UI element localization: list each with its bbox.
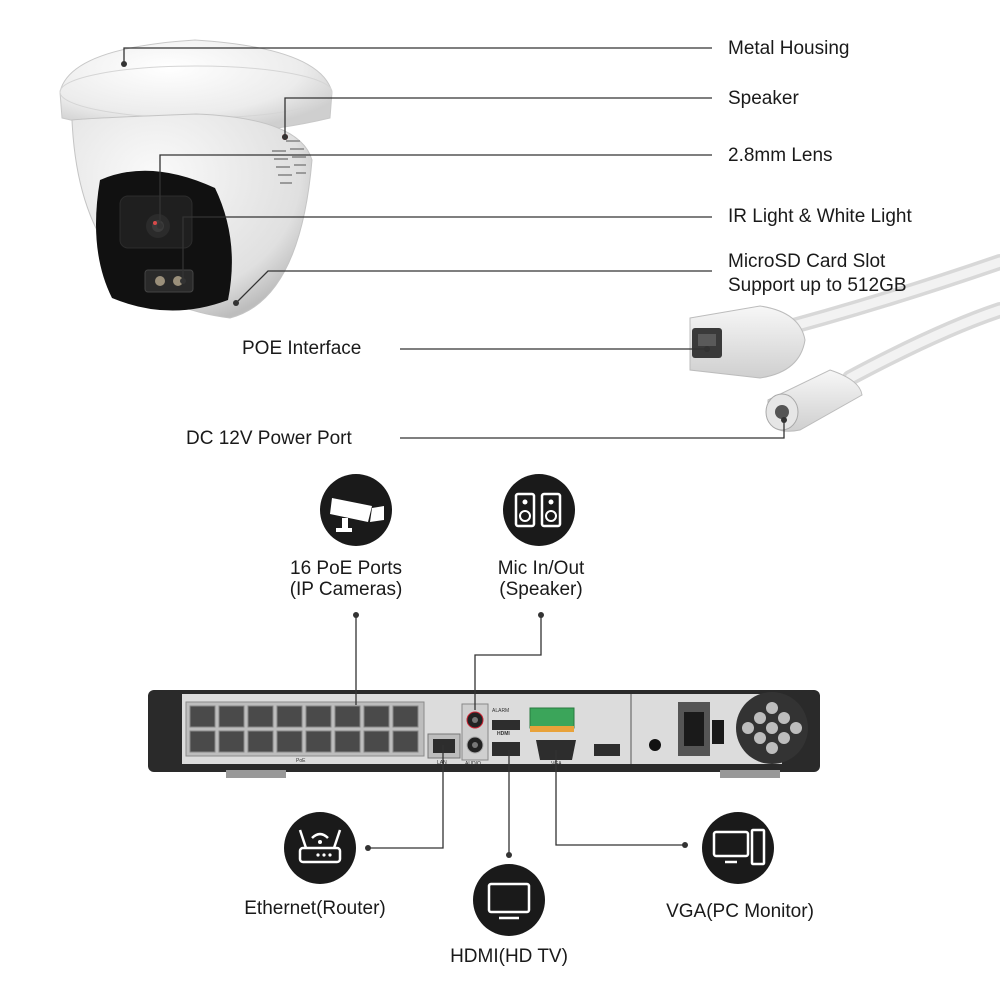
poe-port [305,730,332,753]
fan-vent-hole [766,702,778,714]
fan-vent-hole [778,732,790,744]
label-speaker: Speaker [728,88,799,109]
panel-text-alarm: ALARM [492,708,510,714]
poe-port [218,705,245,728]
fan-vent-hole [742,722,754,734]
poe-port [276,705,303,728]
panel-text-lan: LAN [437,760,447,766]
poe-port [276,730,303,753]
poe-port [334,705,361,728]
poe-port [189,705,216,728]
poe-port-array [189,705,419,753]
fan-vent-hole [778,712,790,724]
poe-port [305,705,332,728]
label-poe-interface: POE Interface [242,338,362,359]
dome-camera [59,39,333,319]
panel-text-hdmi: HDMI [497,731,510,737]
label-dc-power: DC 12V Power Port [186,428,352,449]
label-microsd-2: Support up to 512GB [728,275,907,296]
poe-port [363,730,390,753]
panel-text-audio: AUDIO [465,761,481,767]
panel-text-vga: VGA [551,761,562,767]
tv-monitor-icon [473,864,545,936]
poe-port [392,730,419,753]
nvr-leader-lines [355,615,685,855]
poe-port [363,705,390,728]
label-vga: VGA(PC Monitor) [666,901,814,922]
label-ir-light: IR Light & White Light [728,206,912,227]
label-poe-ports-2: (IP Cameras) [289,579,403,600]
label-poe-ports-1: 16 PoE Ports [290,558,402,579]
fan-vent-hole [754,712,766,724]
poe-port [392,705,419,728]
label-lens: 2.8mm Lens [728,145,833,166]
router-icon [284,812,356,884]
speaker-icon [503,474,575,546]
fan-vent-hole [754,732,766,744]
panel-text-poe: PoE [296,758,306,764]
camera-leader-lines [123,47,785,439]
fan-vent-hole [790,722,802,734]
camera-cables [689,254,1000,432]
label-mic-1: Mic In/Out [497,558,585,579]
label-metal-housing: Metal Housing [728,38,850,59]
pc-monitor-icon [702,812,774,884]
poe-port [247,705,274,728]
fan-vent-hole [766,742,778,754]
poe-port [218,730,245,753]
cctv-camera-icon [320,474,392,546]
poe-port [334,730,361,753]
poe-port [247,730,274,753]
label-ethernet: Ethernet(Router) [244,898,386,919]
poe-port [189,730,216,753]
nvr-recorder [148,690,820,778]
label-mic-2: (Speaker) [499,579,583,600]
label-microsd-1: MicroSD Card Slot [728,251,886,272]
fan-vent-hole [766,722,778,734]
label-hdmi: HDMI(HD TV) [450,946,568,967]
